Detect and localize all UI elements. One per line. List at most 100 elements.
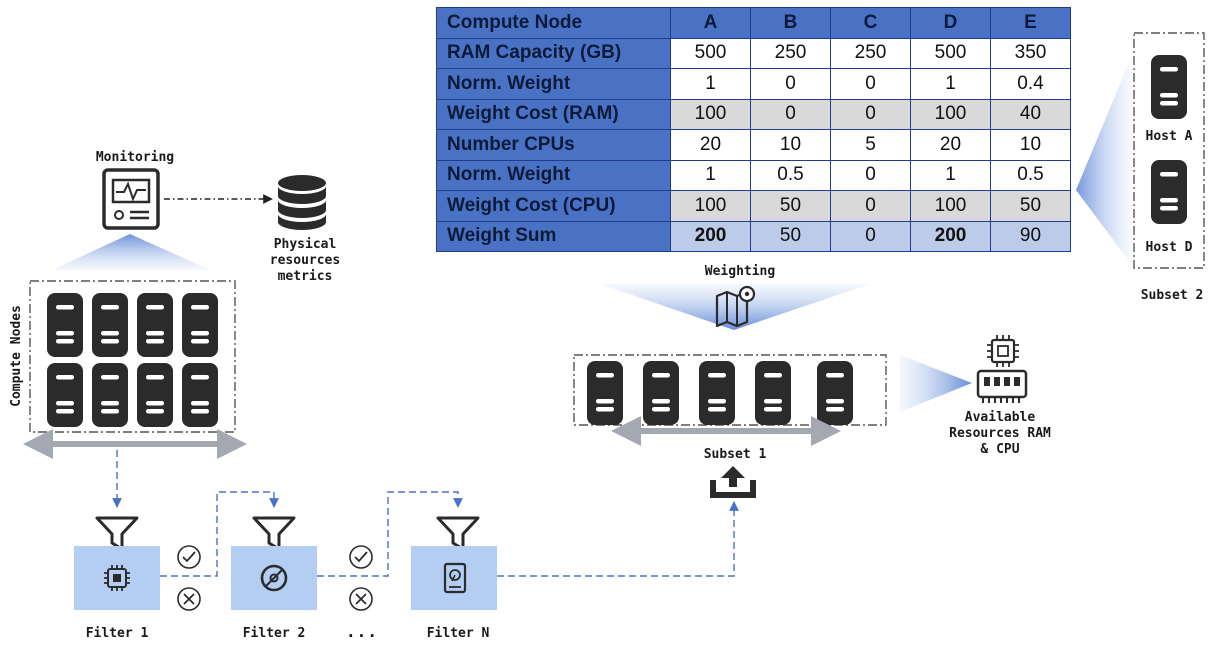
table-cell: 0.5 bbox=[750, 159, 831, 191]
subset2-label: Subset 2 bbox=[1140, 288, 1204, 303]
table-row-label: Weight Sum bbox=[436, 220, 671, 252]
monitoring-fan bbox=[52, 234, 210, 270]
compute-nodes-frame bbox=[29, 280, 236, 433]
check-circle-icon bbox=[177, 545, 201, 569]
x-circle-icon bbox=[177, 587, 201, 611]
table-row-label: Norm. Weight bbox=[436, 68, 671, 100]
table-row-label: Norm. Weight bbox=[436, 159, 671, 191]
table-header-node: C bbox=[830, 7, 911, 39]
table-cell: 10 bbox=[990, 129, 1071, 161]
table-header-node: B bbox=[750, 7, 831, 39]
subset2-frame bbox=[1133, 32, 1205, 269]
flow-filtern-to-subset1 bbox=[497, 501, 739, 577]
compute-node-grid bbox=[47, 293, 218, 427]
cpu-icon bbox=[987, 335, 1019, 367]
funnel-icon bbox=[95, 516, 139, 551]
ellipsis-label: ... bbox=[346, 622, 378, 641]
table-row-label: Weight Cost (RAM) bbox=[436, 98, 671, 130]
hard-drive-icon bbox=[443, 562, 467, 594]
table-header-node: D bbox=[910, 7, 991, 39]
monitoring-label: Monitoring bbox=[95, 150, 175, 165]
table-row-label: Number CPUs bbox=[436, 129, 671, 161]
table-cell: 0 bbox=[750, 98, 831, 130]
table-cell: 1 bbox=[910, 159, 991, 191]
table-header-node: E bbox=[990, 7, 1071, 39]
weighting-label: Weighting bbox=[704, 264, 776, 279]
table-cell: 0 bbox=[830, 220, 911, 252]
table-cell: 200 bbox=[670, 220, 751, 252]
table-cell: 250 bbox=[830, 37, 911, 69]
monitor-icon bbox=[102, 168, 160, 230]
table-cell: 250 bbox=[750, 37, 831, 69]
subset1-servers bbox=[587, 361, 853, 425]
available-fan bbox=[900, 355, 972, 412]
table-cell: 350 bbox=[990, 37, 1071, 69]
host-d-label: Host D bbox=[1145, 240, 1193, 255]
table-cell: 0.5 bbox=[990, 159, 1071, 191]
map-pin-icon bbox=[715, 285, 756, 328]
table-cell: 50 bbox=[750, 190, 831, 222]
flow-filter1-to-filter2 bbox=[160, 491, 279, 577]
table-header-node: A bbox=[670, 7, 751, 39]
flow-filter2-to-filtern bbox=[317, 491, 463, 577]
table-cell: 100 bbox=[670, 98, 751, 130]
database-icon bbox=[278, 175, 326, 230]
table-cell: 0 bbox=[830, 190, 911, 222]
upload-icon bbox=[710, 466, 756, 498]
host-a-label: Host A bbox=[1145, 129, 1193, 144]
filter1-label: Filter 1 bbox=[85, 626, 149, 641]
table-cell: 20 bbox=[910, 129, 991, 161]
table-cell: 500 bbox=[670, 37, 751, 69]
funnel-icon bbox=[436, 516, 480, 551]
table-cell: 0 bbox=[830, 98, 911, 130]
weighting-fan bbox=[600, 284, 870, 330]
table-cell: 0 bbox=[830, 159, 911, 191]
x-circle-icon bbox=[349, 587, 373, 611]
cpu-icon bbox=[104, 565, 130, 591]
table-cell: 50 bbox=[990, 190, 1071, 222]
ram-icon bbox=[976, 369, 1028, 403]
table-header-label: Compute Node bbox=[436, 7, 671, 39]
table-row-label: RAM Capacity (GB) bbox=[436, 37, 671, 69]
table-cell: 40 bbox=[990, 98, 1071, 130]
table-cell: 0 bbox=[830, 68, 911, 100]
subset1-label: Subset 1 bbox=[703, 447, 767, 462]
host-a-server bbox=[1151, 55, 1187, 119]
filtern-label: Filter N bbox=[426, 626, 490, 641]
filter2-label: Filter 2 bbox=[242, 626, 306, 641]
table-cell: 100 bbox=[910, 190, 991, 222]
compute-nodes-label: Compute Nodes bbox=[9, 305, 24, 407]
physical-metrics-label: Physical resources metrics bbox=[269, 237, 341, 284]
table-cell: 90 bbox=[990, 220, 1071, 252]
funnel-icon bbox=[252, 516, 296, 551]
table-row-label: Weight Cost (CPU) bbox=[436, 190, 671, 222]
table-cell: 1 bbox=[910, 68, 991, 100]
table-cell: 10 bbox=[750, 129, 831, 161]
table-cell: 1 bbox=[670, 159, 751, 191]
check-circle-icon bbox=[349, 545, 373, 569]
table-cell: 0 bbox=[750, 68, 831, 100]
host-d-server bbox=[1151, 160, 1187, 224]
table-cell: 1 bbox=[670, 68, 751, 100]
table-cell: 20 bbox=[670, 129, 751, 161]
subset1-frame bbox=[573, 354, 887, 426]
available-resources-label: Available Resources RAM & CPU bbox=[949, 410, 1051, 457]
table-cell: 50 bbox=[750, 220, 831, 252]
table-cell: 500 bbox=[910, 37, 991, 69]
disk-icon bbox=[260, 564, 288, 592]
table-cell: 200 bbox=[910, 220, 991, 252]
table-cell: 0.4 bbox=[990, 68, 1071, 100]
table-cell: 5 bbox=[830, 129, 911, 161]
table-cell: 100 bbox=[910, 98, 991, 130]
table-cell: 100 bbox=[670, 190, 751, 222]
